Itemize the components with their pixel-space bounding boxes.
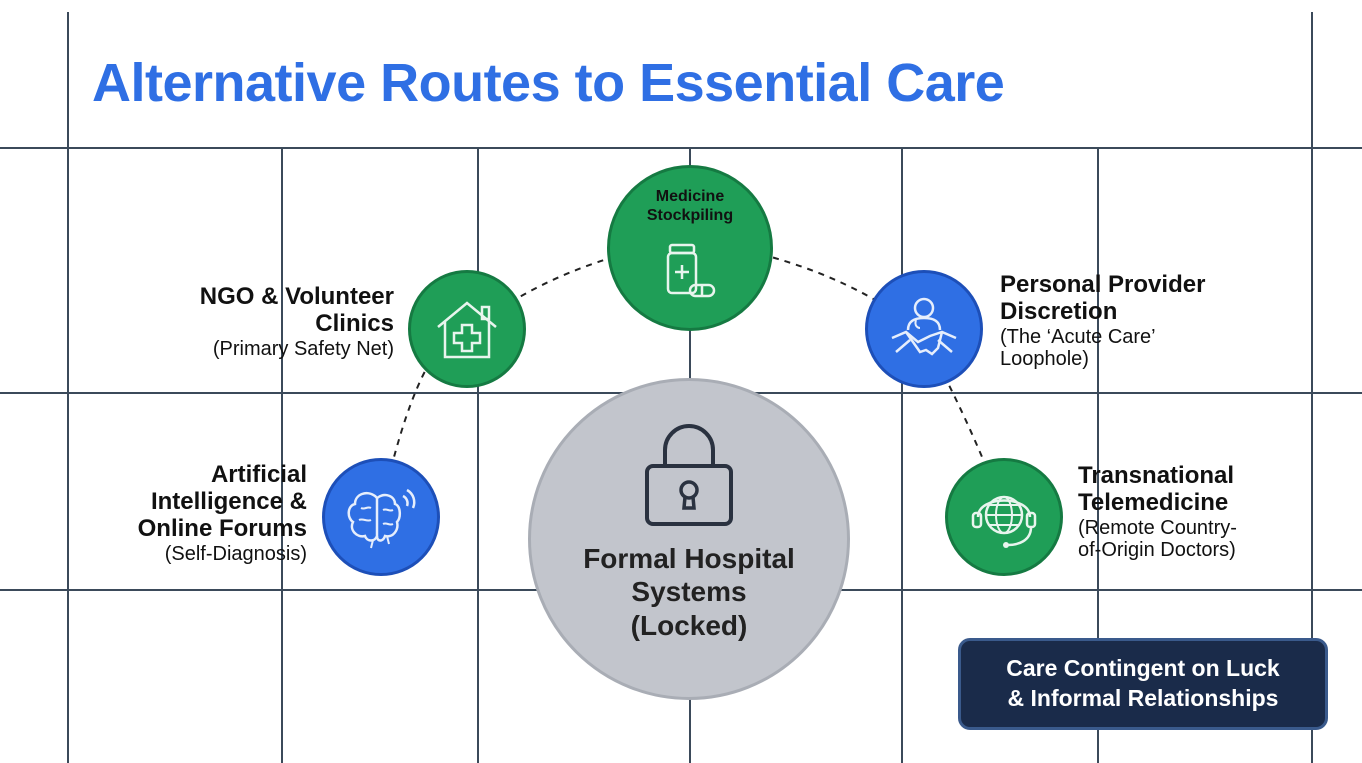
ngo-title-line-2: Clinics bbox=[315, 309, 394, 337]
ngo-label: NGO & Volunteer Clinics (Primary Safety … bbox=[199, 283, 394, 360]
house-medical-icon bbox=[437, 301, 497, 359]
ai-title-line-1: Artificial bbox=[210, 461, 307, 488]
telemedicine-subtitle-line-1: (Remote Country- bbox=[1078, 516, 1237, 539]
formal-hospital-circle: Formal Hospital Systems (Locked) bbox=[528, 378, 850, 700]
page-title: Alternative Routes to Essential Care bbox=[92, 53, 1005, 113]
telemedicine-node bbox=[945, 458, 1063, 576]
telemedicine-title-line-2: Telemedicine bbox=[1078, 488, 1229, 516]
stockpiling-title-line-1: Medicine bbox=[655, 187, 725, 205]
stockpiling-node: Medicine Stockpiling bbox=[607, 165, 773, 331]
provider-title-line-2: Discretion bbox=[1000, 297, 1118, 325]
medicine-bottle-icon bbox=[666, 243, 716, 298]
ai-subtitle: (Self-Diagnosis) bbox=[164, 542, 307, 565]
brain-icon bbox=[347, 488, 416, 549]
padlock-icon bbox=[645, 423, 733, 526]
provider-title-line-1: Personal Provider bbox=[1000, 271, 1206, 298]
center-label-line-2: Systems bbox=[631, 576, 747, 608]
telemedicine-subtitle-line-2: of-Origin Doctors) bbox=[1078, 539, 1236, 562]
personal-provider-node bbox=[865, 270, 983, 388]
ai-title-line-3: Online Forums bbox=[137, 514, 307, 542]
globe-headset-icon bbox=[971, 495, 1037, 548]
provider-subtitle-line-2: Loophole) bbox=[1000, 348, 1089, 371]
center-label-line-1: Formal Hospital bbox=[583, 542, 795, 574]
ai-label: Artificial Intelligence & Online Forums … bbox=[137, 461, 307, 565]
callout-box: Care Contingent on Luck & Informal Relat… bbox=[958, 638, 1328, 730]
provider-label: Personal Provider Discretion (The ‘Acute… bbox=[1000, 271, 1206, 371]
telemedicine-label: Transnational Telemedicine (Remote Count… bbox=[1078, 462, 1237, 562]
ngo-clinics-node bbox=[408, 270, 526, 388]
handshake-icon bbox=[891, 297, 957, 356]
ngo-title-line-1: NGO & Volunteer bbox=[199, 283, 394, 310]
ngo-subtitle: (Primary Safety Net) bbox=[212, 337, 394, 360]
ai-forums-node bbox=[322, 458, 440, 576]
telemedicine-title-line-1: Transnational bbox=[1078, 462, 1235, 489]
ai-title-line-2: Intelligence & bbox=[150, 487, 307, 515]
center-label-line-3: (Locked) bbox=[630, 609, 748, 641]
provider-subtitle-line-1: (The ‘Acute Care’ bbox=[1000, 325, 1156, 348]
callout-line-1: Care Contingent on Luck bbox=[1006, 655, 1280, 682]
stockpiling-title-line-2: Stockpiling bbox=[646, 207, 734, 224]
callout-line-2: & Informal Relationships bbox=[1007, 685, 1279, 711]
